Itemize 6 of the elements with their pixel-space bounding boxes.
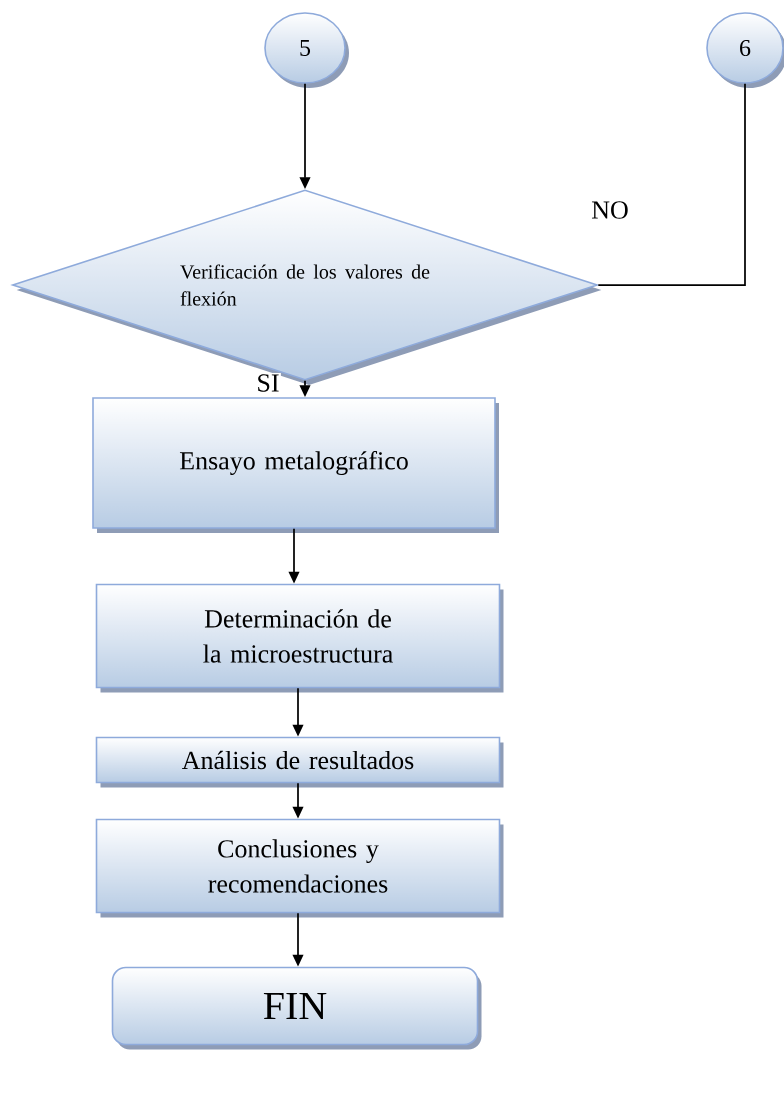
process-box: Determinación de la microestructura (95, 583, 504, 693)
process-box: Análisis de resultados (95, 736, 504, 788)
process-box: Ensayo metalográfico (92, 397, 499, 533)
edge-label: SI (255, 372, 281, 394)
process-box: Conclusiones y recomendaciones (95, 818, 504, 918)
terminal-box: FIN (111, 966, 482, 1050)
